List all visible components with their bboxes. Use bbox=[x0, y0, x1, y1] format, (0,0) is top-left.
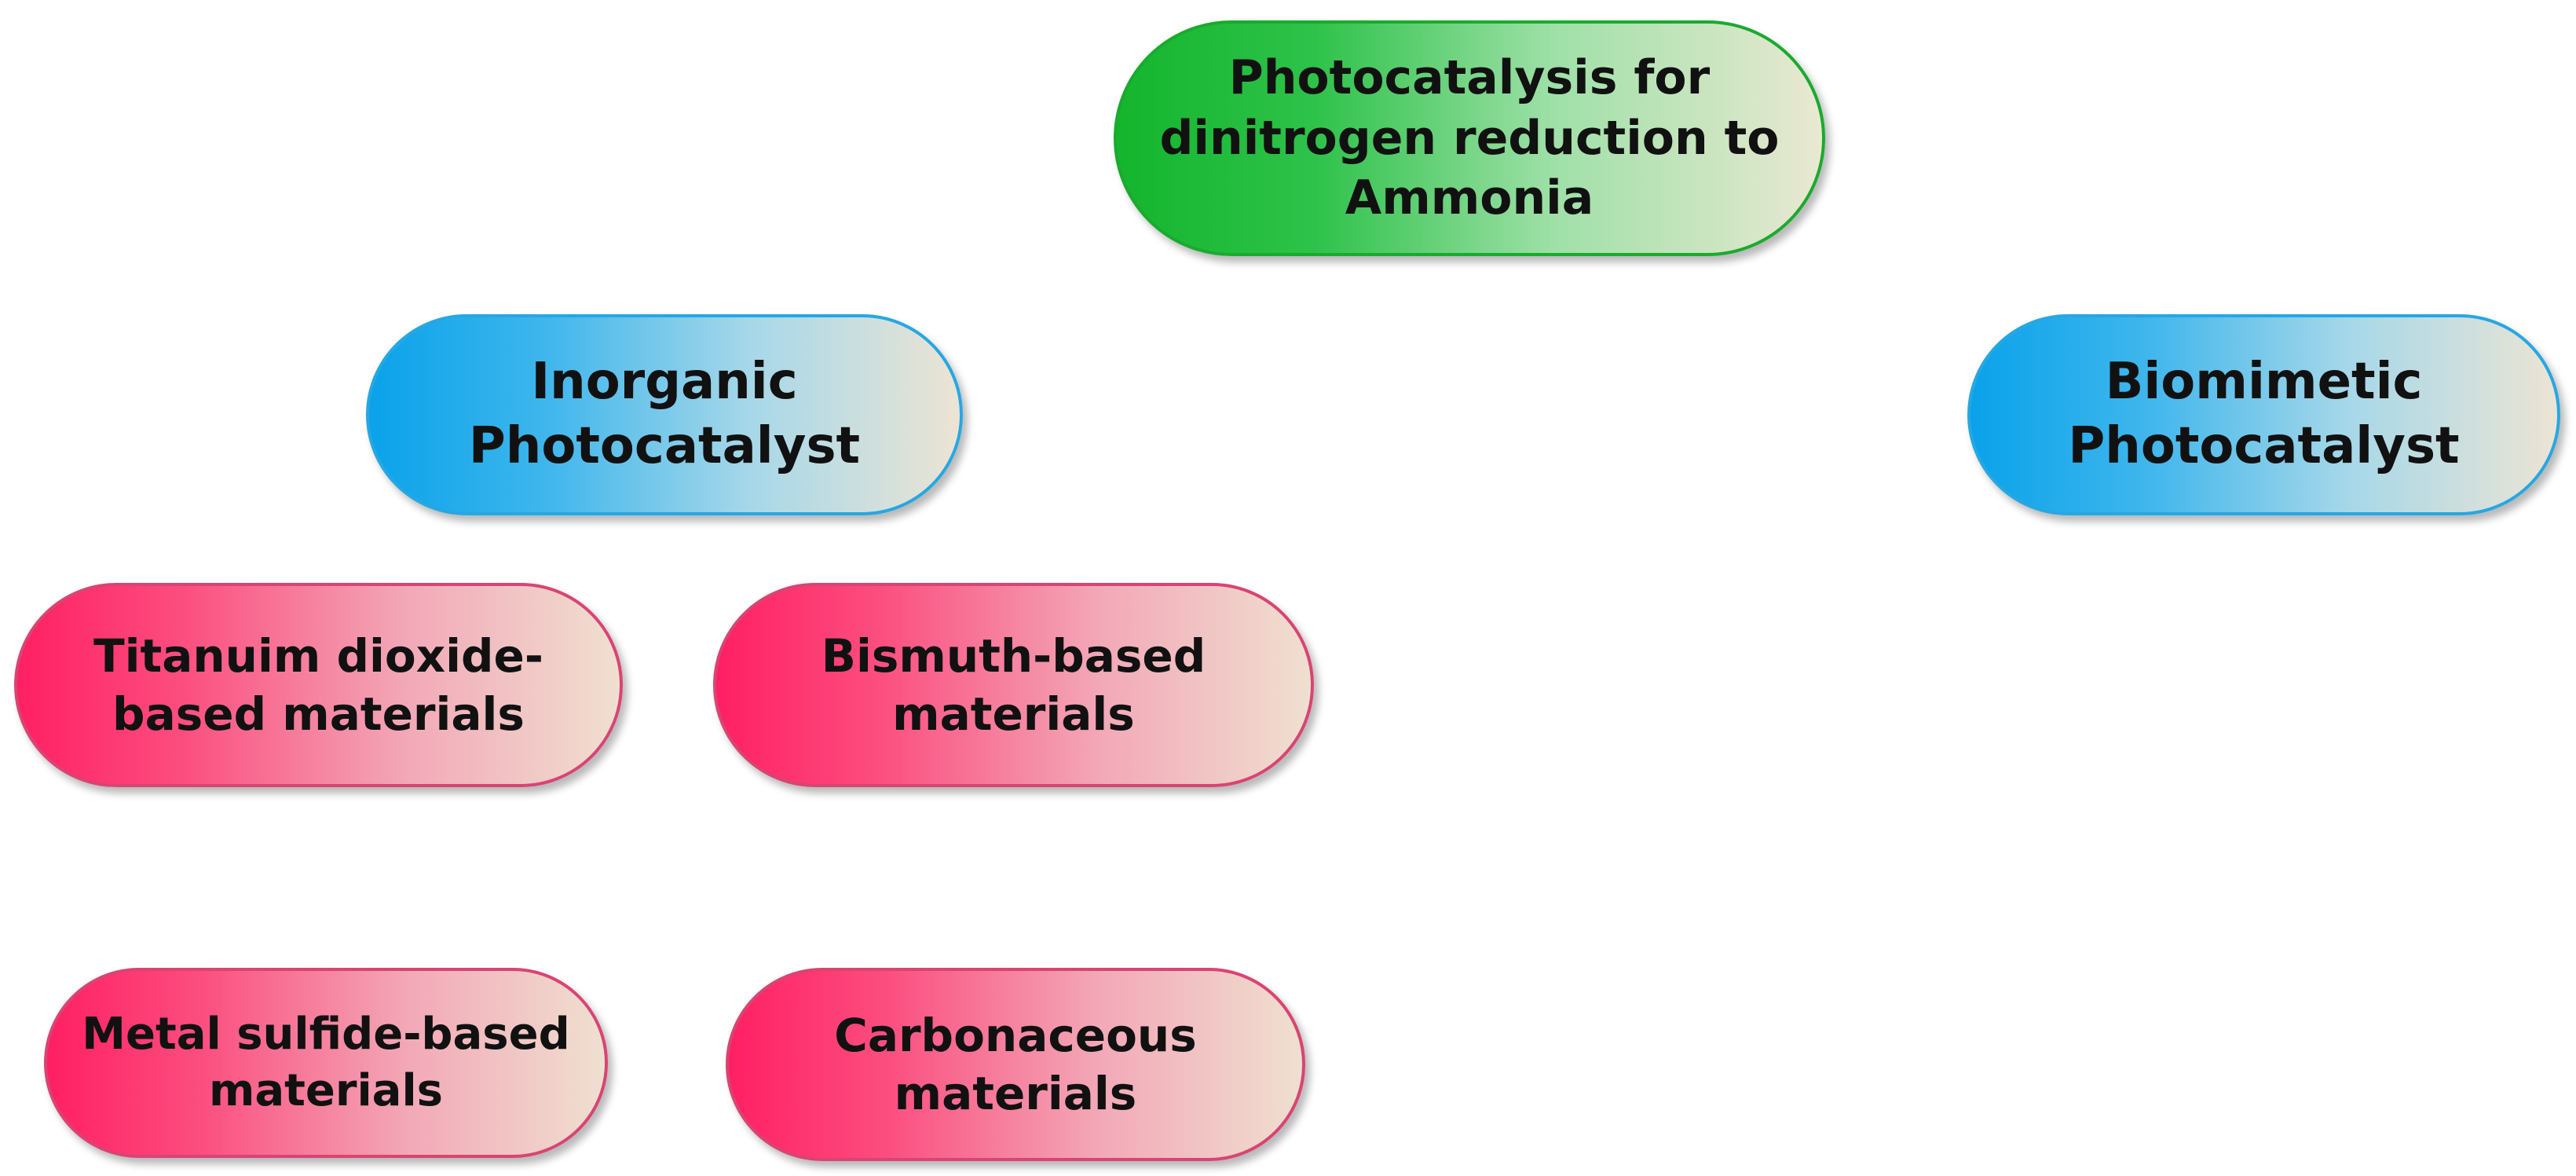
material-node-bismuth: Bismuth-based materials bbox=[713, 583, 1314, 787]
category-node-inorganic: Inorganic Photocatalyst bbox=[366, 314, 963, 515]
category-node-biomimetic: Biomimetic Photocatalyst bbox=[1967, 314, 2560, 515]
material-node-label: Bismuth-based materials bbox=[821, 628, 1206, 741]
material-node-titanium-dioxide: Titanuim dioxide- based materials bbox=[14, 583, 623, 787]
category-node-label: Biomimetic Photocatalyst bbox=[2068, 353, 2460, 475]
category-node-label: Inorganic Photocatalyst bbox=[468, 353, 861, 475]
material-node-metal-sulfide: Metal sulfide-based materials bbox=[44, 968, 608, 1158]
root-node-label: Photocatalysis for dinitrogen reduction … bbox=[1159, 49, 1780, 226]
material-node-label: Metal sulfide-based materials bbox=[82, 1009, 570, 1116]
material-node-label: Titanuim dioxide- based materials bbox=[93, 628, 543, 741]
material-node-label: Carbonaceous materials bbox=[834, 1008, 1197, 1120]
root-node: Photocatalysis for dinitrogen reduction … bbox=[1114, 20, 1825, 256]
material-node-carbonaceous: Carbonaceous materials bbox=[726, 968, 1305, 1161]
